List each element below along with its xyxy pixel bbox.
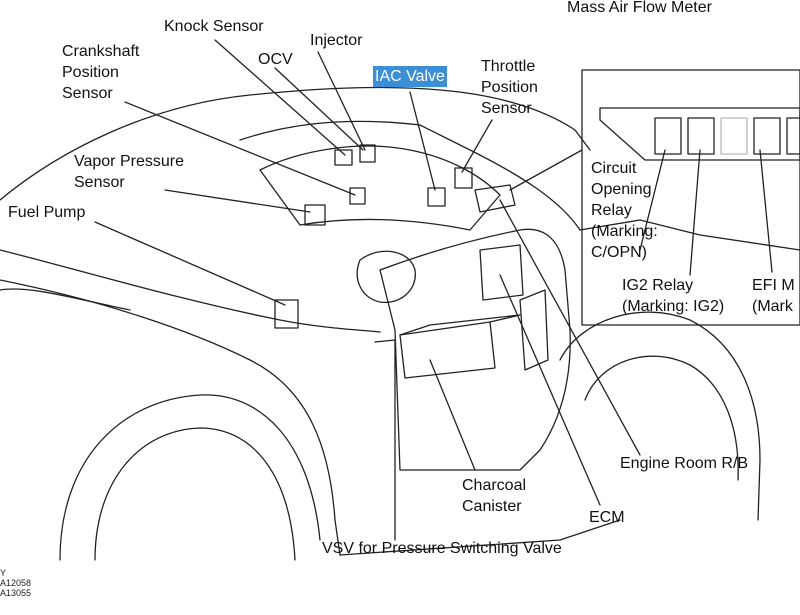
relay-inset-frame	[581, 69, 800, 326]
relay-socket-4	[753, 117, 781, 155]
relay-socket-3	[720, 117, 748, 155]
leader-iac-valve	[409, 91, 436, 191]
vapor-sensor-part	[304, 204, 326, 226]
front-wheel-inner	[94, 427, 296, 561]
label-vapor-pressure-sensor: Vapor Pressure Sensor	[74, 153, 184, 191]
label-ig2-relay: IG2 Relay (Marking: IG2)	[622, 277, 725, 315]
leader-ecm	[499, 274, 601, 506]
rear-wheel-arch	[559, 311, 761, 521]
front-wheel-arch	[59, 394, 321, 561]
label-injector: Injector	[310, 32, 363, 49]
label-vsv: VSV for Pressure Switching Valve	[322, 540, 562, 557]
label-knock-sensor: Knock Sensor	[164, 18, 264, 35]
leader-efi	[759, 149, 773, 273]
leader-vapor-pressure	[164, 189, 311, 213]
leader-ig2	[689, 149, 701, 276]
relay-box-part	[474, 184, 516, 213]
crank-sensor-part	[349, 187, 366, 205]
label-throttle-position-sensor: Throttle Position Sensor	[481, 58, 538, 117]
fuel-pump-part	[274, 299, 299, 329]
leader-crankshaft	[124, 101, 356, 196]
relay-inset-base	[599, 107, 800, 161]
iac-valve-part	[427, 187, 446, 207]
label-mass-air-flow-meter: Mass Air Flow Meter	[567, 0, 712, 16]
car-side-outline	[0, 249, 381, 333]
knock-sensor-part	[334, 149, 353, 166]
rear-wheel-inner	[584, 355, 739, 481]
charcoal-canister-part	[399, 321, 496, 379]
leader-throttle	[461, 119, 493, 173]
rocker-line	[339, 519, 621, 556]
ecm-part	[479, 244, 524, 301]
canister-top	[399, 314, 521, 336]
relay-socket-2	[687, 117, 715, 155]
rear-deck	[579, 219, 800, 251]
relay-socket-1	[654, 117, 682, 155]
car-hood-outline	[0, 86, 591, 201]
label-circuit-opening-relay: Circuit Opening Relay (Marking: C/OPN)	[591, 160, 658, 261]
label-charcoal-canister: Charcoal Canister	[462, 477, 527, 515]
side-intake	[519, 289, 549, 371]
label-crankshaft-position-sensor: Crankshaft Position Sensor	[62, 43, 140, 102]
leader-engine-room-rb	[499, 199, 641, 456]
leader-fuel-pump	[94, 221, 286, 306]
leader-c-opn	[639, 149, 666, 251]
throttle-sensor-part	[454, 167, 473, 189]
leader-vsv	[374, 339, 396, 541]
door-outline	[379, 228, 571, 471]
leader-charcoal	[429, 359, 476, 471]
hood-shape	[0, 288, 131, 311]
label-ocv: OCV	[258, 51, 293, 68]
ocv-part	[359, 144, 376, 163]
relay-socket-5	[786, 117, 800, 155]
label-engine-room-rb: Engine Room R/B	[620, 455, 749, 472]
label-ecm: ECM	[589, 509, 625, 526]
figure-codes: Y A12058 A13055	[0, 568, 32, 598]
label-efi-relay: EFI M (Mark	[752, 277, 795, 315]
leader-ocv	[274, 67, 364, 151]
windshield-frame	[239, 120, 581, 231]
side-mirror	[356, 250, 416, 303]
engine-bay	[259, 145, 501, 231]
label-iac-valve: IAC Valve	[373, 66, 447, 87]
leader-inset	[509, 149, 583, 191]
leader-knock-sensor	[214, 39, 346, 156]
label-fuel-pump: Fuel Pump	[8, 204, 86, 221]
leader-injector	[317, 51, 366, 151]
